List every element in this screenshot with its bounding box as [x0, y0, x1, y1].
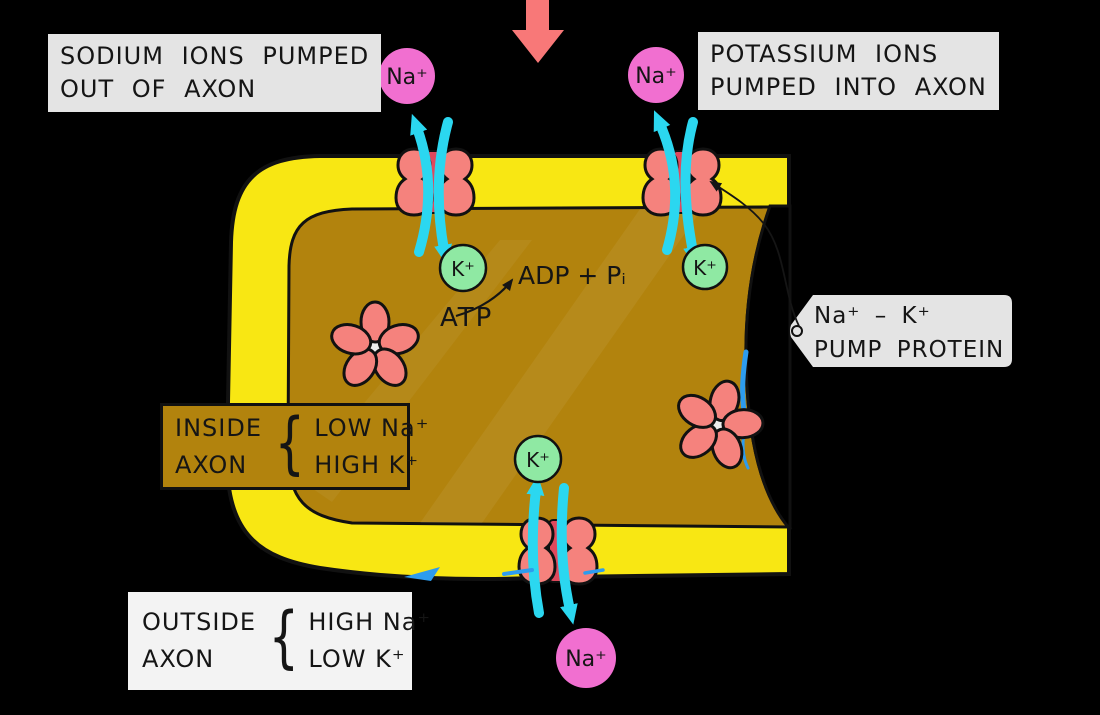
- inside-axon-row1: LOW Na⁺: [314, 413, 430, 442]
- pump-protein-line2: PUMP PROTEIN: [814, 337, 1005, 363]
- potassium-ion-left: [438, 243, 488, 293]
- blue-flick-1: [404, 567, 440, 581]
- tag-pointer-arrow: [709, 180, 800, 327]
- inside-axon-word1: INSIDE: [175, 413, 262, 442]
- sodium-ion-label: Na⁺: [635, 64, 677, 89]
- potassium-pumped-label: POTASSIUM IONS PUMPED INTO AXON: [698, 32, 999, 110]
- potassium-pumped-line1: POTASSIUM IONS: [710, 40, 939, 68]
- blue-flick-2: [502, 568, 534, 576]
- potassium-pumped-line2: PUMPED INTO AXON: [710, 73, 987, 101]
- arrow-potassium-in-top-right: [680, 117, 701, 267]
- potassium-ion-label: K⁺: [451, 257, 475, 281]
- sodium-pumped-line1: SODIUM IONS PUMPED: [60, 42, 370, 70]
- potassium-ion-bottom: [513, 434, 563, 484]
- tag-ring-icon: [791, 325, 803, 337]
- sodium-ion-bottom: [556, 628, 616, 688]
- arrow-potassium-in-bottom: [526, 475, 545, 618]
- arrow-sodium-out-bottom: [556, 483, 578, 625]
- outside-axon-row2: LOW K⁺: [308, 645, 406, 673]
- outside-axon-word2: AXON: [142, 645, 215, 673]
- axoplasm-highlight: [420, 209, 702, 523]
- arrow-sodium-out-top-right: [653, 110, 681, 255]
- potassium-ion-right: [681, 243, 729, 291]
- potassium-ion-label: K⁺: [526, 448, 550, 472]
- sodium-pumped-label: SODIUM IONS PUMPED OUT OF AXON: [48, 34, 382, 112]
- arrow-sodium-out-top-left: [410, 113, 434, 257]
- outside-axon-brace: {: [268, 598, 300, 677]
- outside-axon-word1: OUTSIDE: [142, 608, 257, 636]
- sodium-pumped-line2: OUT OF AXON: [60, 75, 257, 103]
- inside-axon-row2: HIGH K⁺: [314, 450, 420, 479]
- axon-cut-opening: [744, 204, 792, 530]
- inside-axon-box: INSIDE AXON { LOW Na⁺ HIGH K⁺: [160, 403, 428, 490]
- atp-hydrolysis-arrow: [455, 278, 514, 318]
- potassium-ion-label: K⁺: [693, 256, 717, 280]
- inside-axon-brace: {: [274, 403, 306, 483]
- inside-axon-word2: AXON: [175, 450, 248, 479]
- sodium-ion-label: Na⁺: [386, 65, 428, 90]
- impulse-arrow: [512, 0, 564, 63]
- outside-axon-row1: HIGH Na⁺: [308, 608, 432, 636]
- arrow-potassium-in-top-left: [433, 117, 453, 265]
- pump-protein-label: Na⁺ – K⁺ PUMP PROTEIN: [814, 299, 1004, 367]
- pump-protein-tag: [790, 295, 1012, 367]
- sodium-ion-top-left: [379, 48, 435, 104]
- pump-protein-line1: Na⁺ – K⁺: [814, 303, 931, 329]
- outside-axon-box: OUTSIDE AXON { HIGH Na⁺ LOW K⁺: [128, 592, 430, 690]
- atp-label: ATP: [440, 303, 493, 333]
- blue-flick-3: [583, 568, 605, 575]
- sodium-ion-top-right: [628, 47, 684, 103]
- adp-pi-label: ADP + Pᵢ: [518, 261, 626, 290]
- sodium-ion-label: Na⁺: [565, 647, 607, 672]
